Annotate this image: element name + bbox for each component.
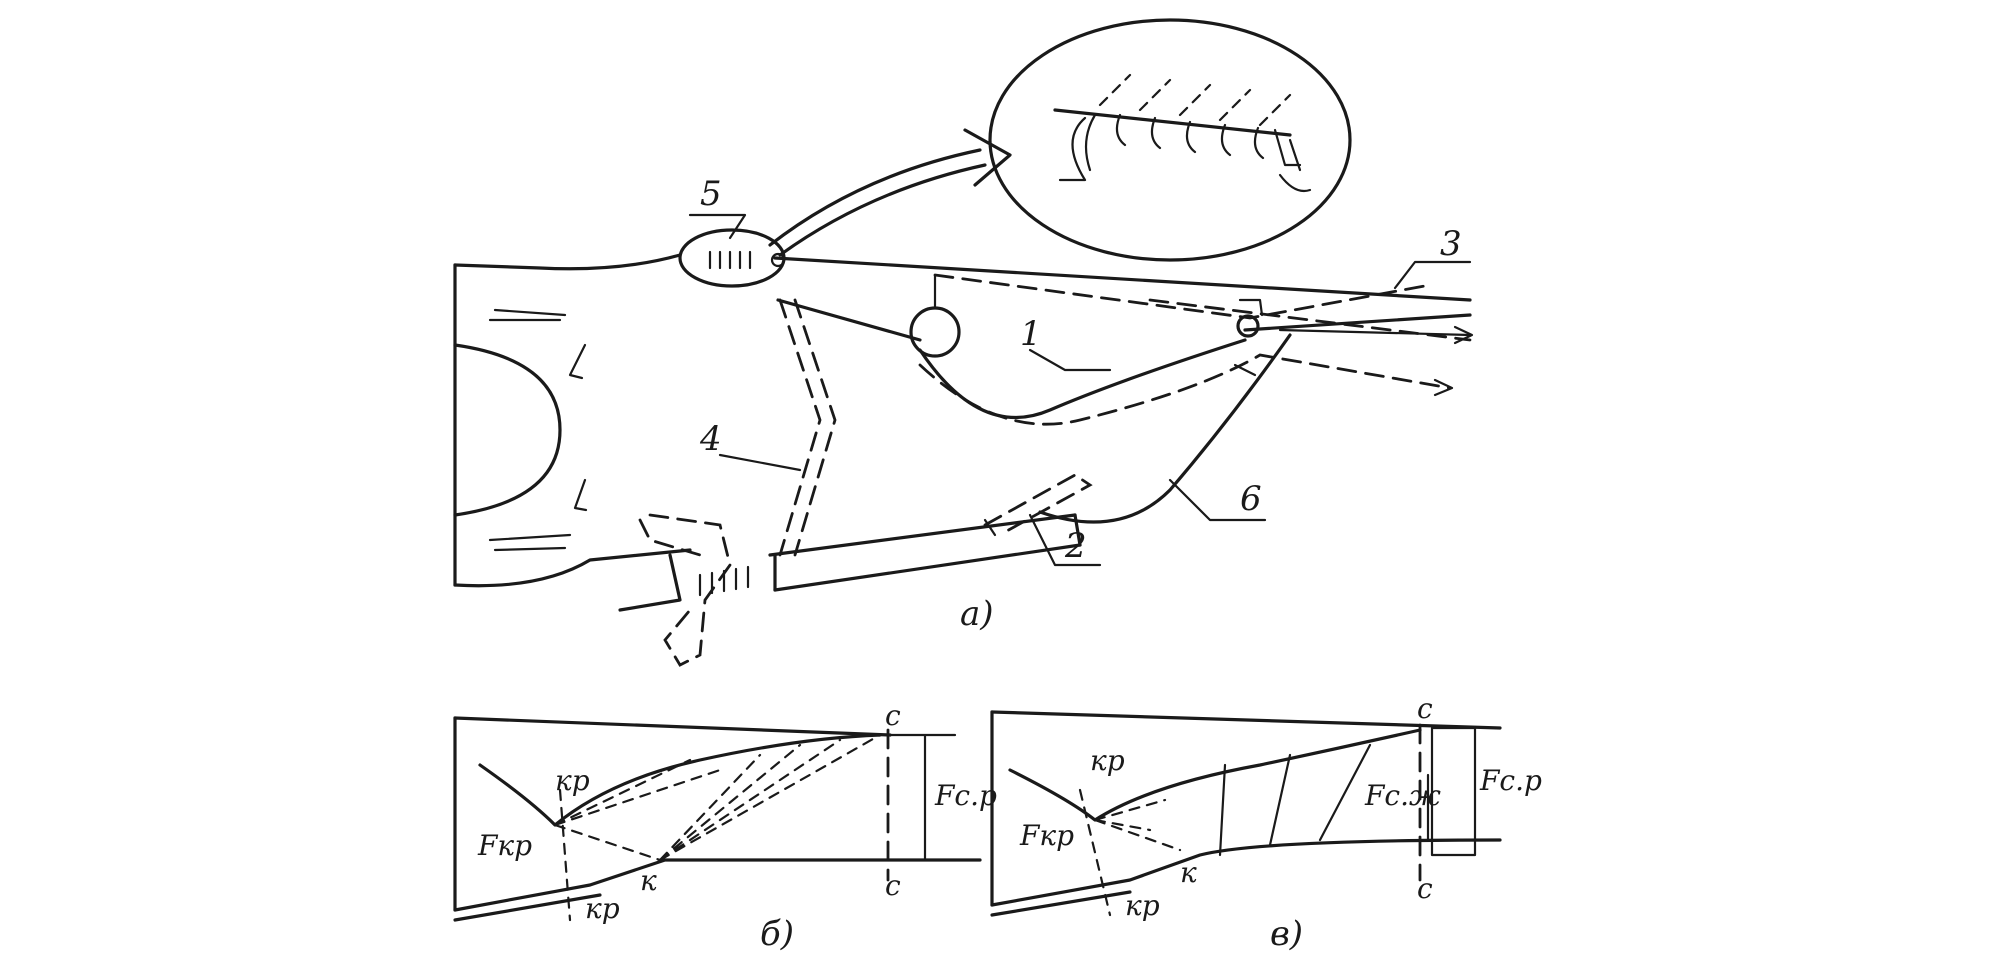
leader-5 (688, 213, 747, 240)
label-3: 3 (1440, 224, 1462, 264)
lower-duct-top (768, 513, 1077, 557)
label-6: 6 (1240, 479, 1262, 519)
bypass-dashed-top (638, 518, 702, 557)
leader-2 (1028, 513, 1102, 567)
leader-4 (718, 453, 802, 472)
profile-b-bottom-wall (453, 858, 982, 912)
guide-vane-upper-small (568, 343, 587, 380)
nozzle-assembly-view: 4 6 2 1 3 5 (453, 18, 1474, 667)
ring-5-hatching (708, 250, 752, 270)
label-4: 4 (699, 419, 722, 459)
detail-zoom-ellipse (988, 18, 1352, 262)
bypass-hatching (698, 565, 750, 597)
flap-curve-1 (918, 338, 1247, 419)
profile-b-flap-contour (478, 733, 882, 827)
flap-dashed-lower (918, 353, 1452, 426)
profile-v-kr-line (1078, 788, 1112, 917)
profile-v-flap-contour (1008, 728, 1422, 822)
jet-arrow-main (1278, 328, 1472, 337)
profile-v-label-fkr: Fкр (1019, 819, 1074, 852)
lower-flap-dashed (983, 473, 1093, 534)
leader-1 (1028, 348, 1112, 372)
profile-b-label-kr-top: кр (555, 764, 590, 797)
bypass-dashed-shape (648, 513, 732, 667)
hinge-flap-end (1236, 314, 1260, 338)
profile-b-label-fkr: Fкр (477, 829, 532, 862)
bypass-box-top (618, 553, 682, 612)
label-part-v: в) (1270, 914, 1303, 954)
inner-cone (453, 343, 562, 517)
profile-v-char-lines (1218, 743, 1372, 857)
jet-arrow-lower-head (1433, 378, 1454, 397)
strut-4-dashed-a (778, 298, 822, 557)
label-1: 1 (1020, 314, 1042, 354)
profile-b-kr-line (558, 788, 572, 922)
profile-v-label-c-bottom: с (1417, 872, 1433, 905)
profile-v-label-k: к (1180, 856, 1197, 889)
detail-blade-1 (1115, 113, 1127, 147)
profile-b-bottom-inner (453, 893, 602, 922)
detail-right-bracket (1273, 128, 1312, 193)
profile-v-expansion-fan (1093, 798, 1182, 852)
outer-flap-line (773, 256, 1472, 302)
guide-vane-top (488, 308, 567, 322)
profile-v-label-fcj: Fс.ж (1364, 779, 1441, 812)
label-part-a: а) (960, 594, 994, 634)
flap-dashed-upper (933, 273, 1432, 320)
actuator-circle (909, 306, 961, 358)
flap-end-bracket (1233, 298, 1264, 377)
ring-5-ellipse (678, 228, 786, 288)
guide-vane-bottom (488, 533, 572, 552)
detail-blade-3 (1185, 120, 1197, 154)
detail-blade-2 (1150, 116, 1162, 150)
profile-b-label-c-bottom: с (885, 869, 901, 902)
flap-upper-strut (776, 298, 922, 342)
callout-arrow-shaft-b (778, 163, 987, 257)
guide-vane-lower-small (573, 478, 588, 512)
profile-v-label-fcp: Fс.р (1479, 764, 1542, 797)
label-part-b: б) (760, 914, 794, 954)
callout-arrow-head (963, 128, 1012, 187)
vent-6-curve (1038, 333, 1292, 524)
detail-blades (1053, 73, 1312, 193)
hinge-top (770, 252, 786, 268)
detail-dashed-hatch (1098, 73, 1292, 127)
profile-b-label-k: к (640, 864, 657, 897)
nozzle-profile-b: кр Fкр к кр с с Fс.р б) (453, 699, 997, 954)
casing-top-wall (453, 253, 682, 271)
profile-v-label-kr-top: кр (1090, 744, 1125, 777)
profile-v-top-wall (990, 710, 1502, 730)
label-5: 5 (700, 174, 722, 214)
leader-3 (1393, 260, 1472, 290)
profile-b-label-fcp: Fс.р (934, 779, 997, 812)
detail-left-bracket (1058, 113, 1097, 182)
casing-bottom-wall (453, 548, 692, 588)
jet-arrow-main-head (1453, 325, 1474, 345)
detail-base-line (1053, 108, 1292, 137)
profile-v-label-c-top: с (1417, 692, 1433, 725)
profile-b-label-c-top: с (885, 699, 901, 732)
label-2: 2 (1064, 526, 1087, 566)
profile-b-expansion-fan (553, 733, 882, 862)
profile-v-label-kr-bottom: кр (1125, 889, 1160, 922)
nozzle-profile-v: кр Fкр к кр с с Fс.ж Fс.р в) (990, 692, 1542, 954)
lower-duct-bottom (773, 543, 1082, 592)
flap-to-tip (1243, 313, 1472, 332)
callout-arrow-shaft-a (768, 148, 982, 247)
profile-b-top-wall (453, 716, 892, 737)
detail-blade-4 (1220, 123, 1232, 157)
profile-b-label-kr-bottom: кр (585, 892, 620, 925)
profile-b-dim-line (886, 733, 957, 862)
profile-v-bottom-inner (990, 890, 1132, 917)
detail-blade-5 (1253, 126, 1265, 160)
lower-flap-hinge (983, 518, 997, 537)
leader-6 (1168, 478, 1267, 522)
profile-v-exit-box (1418, 726, 1477, 857)
strut-4-dashed-b (793, 298, 837, 557)
